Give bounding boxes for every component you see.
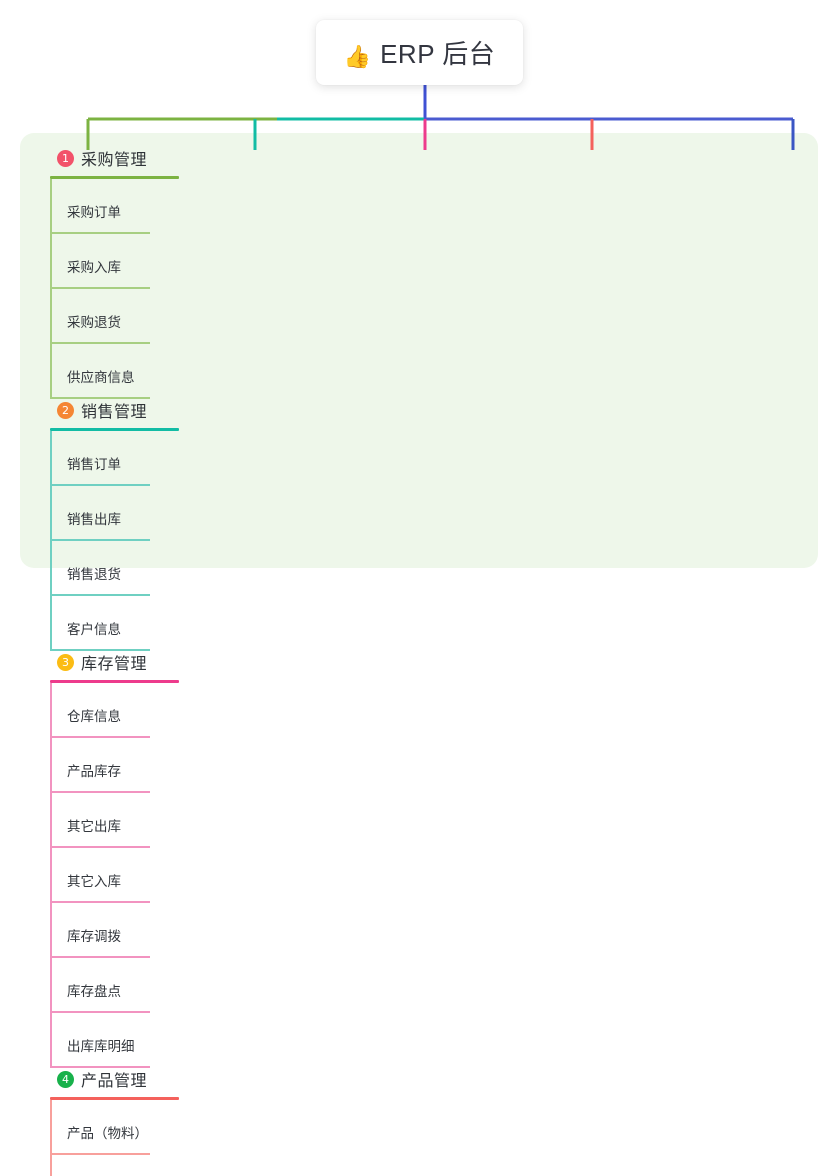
column-body-inventory: 仓库信息产品库存其它出库其它入库库存调拨库存盘点出库库明细 xyxy=(50,683,195,1068)
leaf-node[interactable]: 采购订单 xyxy=(50,179,195,234)
column-body-purchase: 采购订单采购入库采购退货供应商信息 xyxy=(50,179,195,399)
leaf-node[interactable]: 采购入库 xyxy=(50,234,195,289)
column-body-sales: 销售订单销售出库销售退货客户信息 xyxy=(50,431,195,651)
column-header-product[interactable]: 4 产品管理 xyxy=(35,1068,195,1090)
column-body-product: 产品（物料）产品分类产品单位 xyxy=(50,1100,195,1176)
column-rule-sales xyxy=(50,428,179,431)
column-rule-purchase xyxy=(50,176,179,179)
leaf-rule xyxy=(50,539,150,541)
connector-lines xyxy=(86,85,795,150)
leaf-node[interactable]: 库存调拨 xyxy=(50,903,195,958)
column-header-inventory[interactable]: 3 库存管理 xyxy=(35,651,195,673)
column-title-product: 产品管理 xyxy=(81,1073,148,1090)
diagram-panel xyxy=(20,133,818,568)
leaf-node[interactable]: 产品库存 xyxy=(50,738,195,793)
leaf-label: 销售出库 xyxy=(67,512,121,527)
column-spine-sales xyxy=(50,431,52,651)
leaf-rule xyxy=(50,287,150,289)
leaf-label: 产品库存 xyxy=(67,764,121,779)
root-title-text: ERP 后台 xyxy=(380,39,496,69)
leaf-node[interactable]: 其它入库 xyxy=(50,848,195,903)
leaf-label: 供应商信息 xyxy=(67,370,135,385)
leaf-node[interactable]: 产品（物料） xyxy=(50,1100,195,1155)
leaf-label: 客户信息 xyxy=(67,622,121,637)
leaf-label: 产品（物料） xyxy=(67,1126,148,1141)
leaf-node[interactable]: 产品分类 xyxy=(50,1155,195,1176)
leaf-rule xyxy=(50,484,150,486)
leaf-rule xyxy=(50,342,150,344)
column-purchase: 1 采购管理采购订单采购入库采购退货供应商信息 2 销售管理销售订单销售出库销售退货客… xyxy=(35,147,195,1176)
leaf-label: 库存盘点 xyxy=(67,984,121,999)
leaf-node[interactable]: 其它出库 xyxy=(50,793,195,848)
leaf-rule xyxy=(50,1066,150,1068)
leaf-node[interactable]: 客户信息 xyxy=(50,596,195,651)
leaf-label: 采购订单 xyxy=(67,205,121,220)
column-spine-purchase xyxy=(50,179,52,399)
leaf-label: 其它入库 xyxy=(67,874,121,889)
leaf-label: 销售订单 xyxy=(67,457,121,472)
column-badge-product: 4 xyxy=(57,1070,74,1088)
leaf-label: 仓库信息 xyxy=(67,709,121,724)
leaf-label: 出库库明细 xyxy=(67,1039,135,1054)
thumbs-up-icon: 👍 xyxy=(343,44,372,69)
leaf-rule xyxy=(50,397,150,399)
leaf-node[interactable]: 销售订单 xyxy=(50,431,195,486)
column-title-purchase: 采购管理 xyxy=(81,152,148,169)
column-title-sales: 销售管理 xyxy=(81,404,148,421)
leaf-rule xyxy=(50,232,150,234)
leaf-label: 库存调拨 xyxy=(67,929,121,944)
column-title-inventory: 库存管理 xyxy=(81,656,148,673)
leaf-node[interactable]: 库存盘点 xyxy=(50,958,195,1013)
leaf-node[interactable]: 销售出库 xyxy=(50,486,195,541)
leaf-rule xyxy=(50,649,150,651)
column-badge-purchase: 1 xyxy=(57,149,74,167)
column-header-purchase[interactable]: 1 采购管理 xyxy=(35,147,195,169)
leaf-label: 销售退货 xyxy=(67,567,121,582)
leaf-label: 其它出库 xyxy=(67,819,121,834)
leaf-node[interactable]: 采购退货 xyxy=(50,289,195,344)
root-title: 👍 ERP 后台 xyxy=(344,34,496,71)
column-badge-inventory: 3 xyxy=(57,653,74,671)
leaf-node[interactable]: 供应商信息 xyxy=(50,344,195,399)
column-badge-sales: 2 xyxy=(57,401,74,419)
leaf-label: 采购入库 xyxy=(67,260,121,275)
leaf-node[interactable]: 仓库信息 xyxy=(50,683,195,738)
root-node-card[interactable]: 👍 ERP 后台 xyxy=(316,20,523,85)
leaf-label: 采购退货 xyxy=(67,315,121,330)
column-header-sales[interactable]: 2 销售管理 xyxy=(35,399,195,421)
leaf-node[interactable]: 出库库明细 xyxy=(50,1013,195,1068)
